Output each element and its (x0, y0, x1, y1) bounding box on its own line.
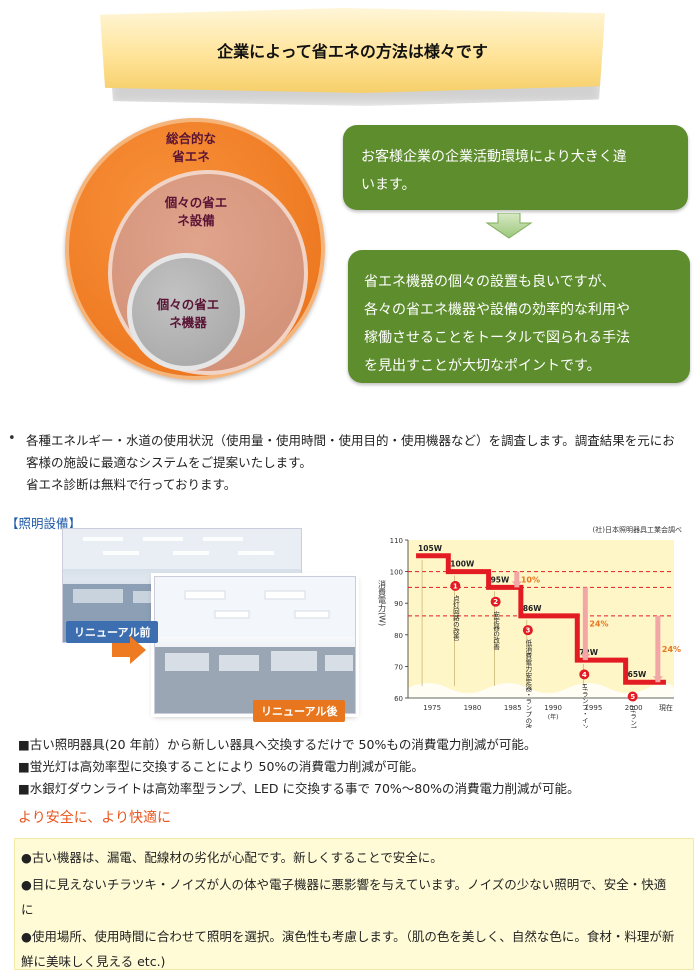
annotation-marker (450, 580, 461, 591)
y-axis-label: 消費電力(W) (378, 579, 387, 626)
step-value-label: 86W (523, 604, 542, 613)
y-tick-label: 100 (390, 569, 403, 577)
inner-circle-label: 個々の省エ ネ機器 (156, 297, 220, 330)
x-tick-label: 1975 (423, 704, 441, 712)
annotation-number: 1 (453, 582, 458, 590)
outer-circle-label: 総合的な 省エネ (165, 131, 216, 164)
step-value-label: 65W (628, 670, 647, 679)
title-banner (100, 8, 605, 93)
annotation-text: Hfランプ・インバータの改善 (629, 706, 637, 728)
y-tick-label: 110 (390, 537, 403, 545)
step-value-label: 95W (491, 575, 510, 584)
lighting-section-title: 【照明設備】 (6, 516, 82, 531)
survey-description: 各種エネルギー・水道の使用状況（使用量・使用時間・使用目的・使用機器など）を調査… (26, 433, 675, 492)
annotation-text: 安定器の改善 (492, 609, 500, 651)
x-tick-label: 現在 (659, 703, 673, 712)
safety-box: ●古い機器は、漏電、配線材の劣化が心配です。新しくすることで安全に。 ●目に見え… (14, 838, 694, 970)
y-tick-label: 80 (394, 632, 403, 640)
bullet-marker: • (8, 431, 16, 446)
x-tick-label: 1985 (504, 704, 522, 712)
after-renewal-label: リニューアル後 (253, 700, 346, 722)
step-value-label: 100W (450, 560, 475, 569)
reduction-label: 24% (589, 620, 608, 629)
down-arrow-icon (485, 213, 533, 239)
key-point-box: 省エネ機器の個々の設置も良いですが、 各々の省エネ機器や設備の効率的な利用や 稼… (348, 250, 690, 383)
y-tick-label: 70 (394, 663, 403, 671)
plot-area (408, 540, 674, 698)
page-title: 企業によって省エネの方法は様々です (217, 42, 488, 61)
reduction-label: 24% (662, 645, 681, 654)
y-tick-label: 60 (394, 695, 403, 703)
inner-circle (127, 253, 245, 371)
annotation-marker (579, 669, 590, 680)
fact-item: ■蛍光灯は高効率型に交換することにより 50%の消費電力削減が可能。 (18, 759, 424, 774)
x-tick-label: 1990 (544, 704, 562, 712)
middle-circle-label: 個々の省エ ネ設備 (164, 195, 228, 228)
step-value-label: 105W (418, 544, 443, 553)
before-renewal-label: リニューアル前 (66, 621, 159, 643)
annotation-marker (627, 691, 638, 702)
annotation-text: 低消費電力安定器・ランプの改善 (524, 638, 532, 728)
reduction-arrow-head (511, 581, 522, 588)
fact-item: ■水銀灯ダウンライトは高効率型ランプ、LED に交換する事で 70%～80%の消… (18, 781, 580, 796)
y-tick-label: 90 (394, 600, 403, 608)
consumption-step-line (416, 553, 666, 685)
environment-box: お客様企業の企業活動環境により大きく違 います。 (343, 125, 688, 210)
safety-item: ●古い機器は、漏電、配線材の劣化が心配です。新しくすることで安全に。 (21, 850, 443, 865)
annotation-number: 2 (493, 598, 498, 606)
x-unit-label: (年) (548, 713, 559, 721)
safety-item: ●目に見えないチラツキ・ノイズが人の体や電子機器に悪影響を与えています。ノイズの… (21, 877, 667, 917)
reduction-arrow-head (652, 676, 663, 683)
annotation-number: 4 (582, 671, 587, 679)
lighting-facts: ■古い照明器具(20 年前）から新しい器具へ交換するだけで 50%もの消費電力削… (18, 734, 688, 800)
power-consumption-chart: (社)日本照明器具工業会調べ 60 70 80 90 100 110 消費電力(W) 1975… (370, 520, 686, 728)
reduction-label: 10% (521, 576, 540, 585)
safety-item: ●使用場所、使用時間に合わせて照明を選択。演色性も考慮します。（肌の色を美しく、… (21, 929, 675, 969)
safety-heading: より安全に、より快適に (18, 810, 172, 826)
annotation-text: Hfランプ・インバータの開発 (580, 683, 588, 728)
annotation-number: 3 (525, 627, 530, 635)
annotation-marker (522, 625, 533, 636)
fact-item: ■古い照明器具(20 年前）から新しい器具へ交換するだけで 50%もの消費電力削… (18, 737, 537, 752)
x-tick-label: 1980 (464, 704, 482, 712)
annotation-number: 5 (630, 693, 635, 701)
right-arrow-icon (112, 636, 146, 664)
annotation-marker (490, 596, 501, 607)
x-tick-label: 1995 (584, 704, 602, 712)
step-value-label: 72W (579, 648, 598, 657)
chart-source: (社)日本照明器具工業会調べ (593, 525, 682, 534)
annotation-text: 点灯回路の改善 (451, 595, 459, 642)
plot-wave (408, 683, 674, 698)
office-after-photo (154, 576, 356, 714)
x-tick-label: 2000 (625, 704, 643, 712)
reduction-arrow-head (580, 654, 591, 661)
